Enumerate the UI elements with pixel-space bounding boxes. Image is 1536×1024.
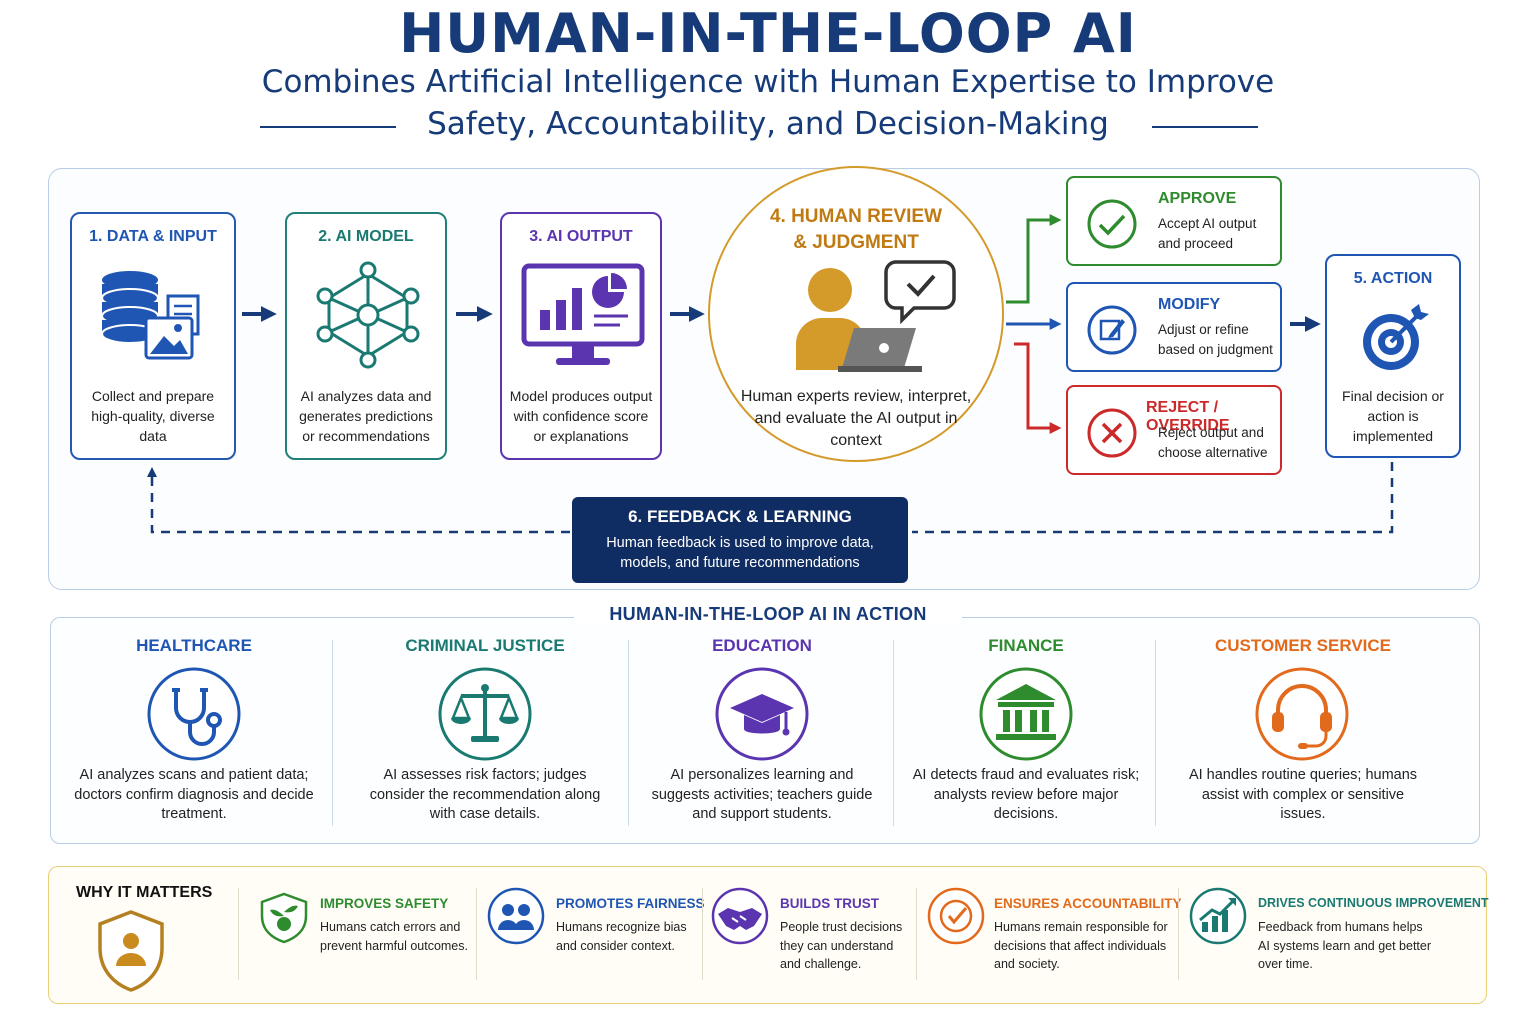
page-subtitle-line2: Safety, Accountability, and Decision-Mak… <box>427 106 1109 142</box>
decision-description: Accept AI output and proceed <box>1158 216 1257 251</box>
why-item-title: DRIVES CONTINUOUS IMPROVEMENT <box>1258 896 1489 910</box>
step-description: Model produces output with confidence sc… <box>509 388 653 444</box>
example-title: EDUCATION <box>712 636 812 655</box>
column-divider <box>476 888 477 980</box>
step-ai-output-card: 3. AI OUTPUT Model produces output with … <box>500 212 662 460</box>
feedback-title: 6. FEEDBACK & LEARNING <box>628 507 852 526</box>
human-review-circle: 4. HUMAN REVIEW & JUDGMENT Human experts… <box>708 166 1004 462</box>
example-description: AI analyzes scans and patient data; doct… <box>74 767 314 822</box>
why-item-description: Humans catch errors and prevent harmful … <box>320 920 468 953</box>
why-item-title: ENSURES ACCOUNTABILITY <box>994 896 1182 911</box>
shield-plant-icon <box>260 892 308 944</box>
column-divider <box>628 640 629 826</box>
example-title: FINANCE <box>988 636 1064 655</box>
people-icon <box>487 887 545 945</box>
check-badge-icon <box>927 887 985 945</box>
neural-network-icon <box>316 261 420 369</box>
why-item-fairness: PROMOTES FAIRNESS Humans recognize bias … <box>486 884 705 994</box>
example-description: AI handles routine queries; humans assis… <box>1188 767 1418 822</box>
example-description: AI detects fraud and evaluates risk; ana… <box>912 767 1140 822</box>
title-rule-left <box>260 126 396 128</box>
decision-title: REJECT / OVERRIDE <box>1146 399 1230 434</box>
step-title: 2. AI MODEL <box>318 228 414 245</box>
page-subtitle-line1: Combines Artificial Intelligence with Hu… <box>261 64 1275 100</box>
step-description: Final decision or action is implemented <box>1342 388 1444 444</box>
review-title-line1: 4. HUMAN REVIEW <box>769 206 943 227</box>
why-item-improvement: DRIVES CONTINUOUS IMPROVEMENT Feedback f… <box>1188 884 1489 994</box>
database-document-icon <box>101 271 200 360</box>
approve-card: APPROVE Accept AI output and proceed <box>1066 176 1282 266</box>
example-healthcare: HEALTHCARE AI analyzes scans and patient… <box>70 626 318 832</box>
why-item-title: IMPROVES SAFETY <box>320 896 449 911</box>
column-divider <box>238 888 239 980</box>
headset-icon <box>1255 667 1349 761</box>
example-description: AI personalizes learning and suggests ac… <box>651 767 873 822</box>
review-title: 4. HUMAN REVIEW & JUDGMENT <box>710 204 1002 256</box>
why-item-safety: IMPROVES SAFETY Humans catch errors and … <box>254 884 476 994</box>
decision-title: APPROVE <box>1158 190 1237 207</box>
column-divider <box>893 640 894 826</box>
column-divider <box>332 640 333 826</box>
modify-card: MODIFY Adjust or refine based on judgmen… <box>1066 282 1282 372</box>
example-title: CRIMINAL JUSTICE <box>405 636 565 655</box>
page-title: HUMAN-IN-THE-LOOP AI <box>399 2 1137 65</box>
example-title: HEALTHCARE <box>136 636 252 655</box>
why-item-title: PROMOTES FAIRNESS <box>556 896 705 911</box>
decision-description: Adjust or refine based on judgment <box>1158 322 1273 357</box>
feedback-description: Human feedback is used to improve data, … <box>606 535 874 571</box>
title-rule-right <box>1152 126 1258 128</box>
edit-icon <box>1087 305 1137 355</box>
monitor-chart-icon <box>521 263 645 365</box>
column-divider <box>1178 888 1179 980</box>
feedback-learning-box: 6. FEEDBACK & LEARNING Human feedback is… <box>572 497 908 583</box>
example-education: EDUCATION AI personalizes learning and s… <box>648 626 876 832</box>
x-circle-icon <box>1087 408 1137 458</box>
graduation-cap-icon <box>715 667 809 761</box>
step-title: 3. AI OUTPUT <box>529 228 633 245</box>
shield-person-icon <box>98 910 164 992</box>
column-divider <box>1155 640 1156 826</box>
review-title-line2: & JUDGMENT <box>793 232 919 253</box>
target-icon <box>1363 304 1429 370</box>
step-data-input-card: 1. DATA & INPUT Collect and prepare high… <box>70 212 236 460</box>
example-description: AI assesses risk factors; judges conside… <box>369 767 601 822</box>
handshake-icon <box>711 887 769 945</box>
step-description: AI analyzes data and generates predictio… <box>299 388 433 444</box>
reject-card: REJECT / OVERRIDE Reject output and choo… <box>1066 385 1282 475</box>
example-customer-service: CUSTOMER SERVICE AI handles routine quer… <box>1180 626 1426 832</box>
step-ai-model-card: 2. AI MODEL AI analyzes data and generat… <box>285 212 447 460</box>
examples-title: HUMAN-IN-THE-LOOP AI IN ACTION <box>574 604 962 625</box>
step-title: 1. DATA & INPUT <box>89 228 217 245</box>
decision-title: MODIFY <box>1158 296 1221 313</box>
why-item-description: People trust decisions they can understa… <box>780 920 903 971</box>
column-divider <box>702 888 703 980</box>
why-item-trust: BUILDS TRUST People trust decisions they… <box>710 884 920 994</box>
example-title: CUSTOMER SERVICE <box>1214 636 1392 655</box>
scales-icon <box>438 667 532 761</box>
stethoscope-icon <box>147 667 241 761</box>
example-finance: FINANCE AI detects fraud and evaluates r… <box>910 626 1142 832</box>
bank-icon <box>979 667 1073 761</box>
decision-description: Reject output and choose alternative <box>1158 425 1268 460</box>
why-item-description: Humans recognize bias and consider conte… <box>556 920 687 953</box>
step-description: Collect and prepare high-quality, divers… <box>91 388 215 444</box>
person-laptop-icon <box>796 260 956 372</box>
why-item-accountability: ENSURES ACCOUNTABILITY Humans remain res… <box>926 884 1182 994</box>
check-circle-icon <box>1087 199 1137 249</box>
review-description: Human experts review, interpret, and eva… <box>740 388 972 449</box>
growth-chart-icon <box>1189 887 1247 945</box>
why-item-description: Feedback from humans helps AI systems le… <box>1258 920 1432 971</box>
column-divider <box>916 888 917 980</box>
action-card: 5. ACTION Final decision or action is im… <box>1325 254 1461 458</box>
step-title: 5. ACTION <box>1353 270 1433 287</box>
why-item-title: BUILDS TRUST <box>780 896 879 911</box>
why-title: WHY IT MATTERS <box>76 884 213 901</box>
why-item-description: Humans remain responsible for decisions … <box>994 920 1168 971</box>
example-criminal-justice: CRIMINAL JUSTICE AI assesses risk factor… <box>362 626 608 832</box>
